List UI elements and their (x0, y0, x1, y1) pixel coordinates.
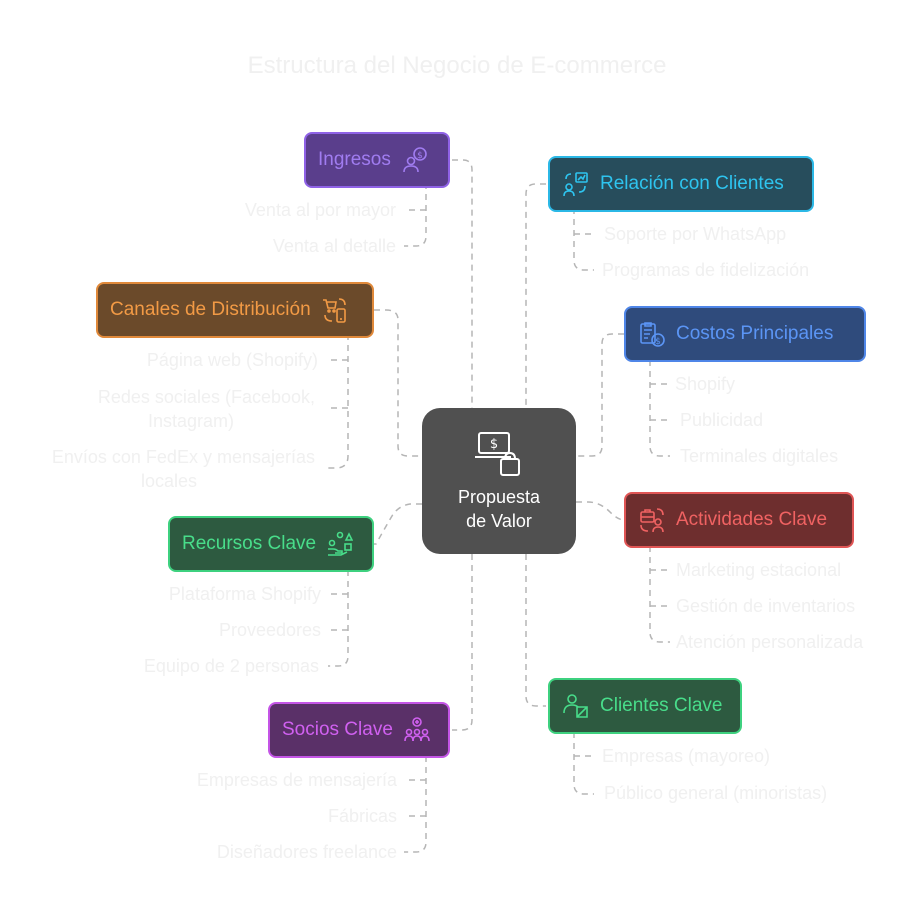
list-item: Terminales digitales (680, 446, 839, 466)
center-label-line2: de Valor (466, 511, 532, 531)
list-item: Plataforma Shopify (168, 584, 321, 604)
node-label: Socios Clave (282, 719, 393, 740)
list-item: Soporte por WhatsApp (604, 224, 787, 244)
key-customers-icon (562, 692, 590, 720)
page-title: Estructura del Negocio de E-commerce (247, 52, 667, 79)
customer-relationship-icon (562, 170, 590, 198)
node-relacion-clientes[interactable]: Relación con Clientes (548, 156, 814, 212)
list-item: Gestión de inventarios (676, 596, 856, 616)
list-item: Público general (minoristas) (604, 783, 828, 803)
node-clientes-clave[interactable]: Clientes Clave (548, 678, 742, 734)
node-recursos-clave[interactable]: Recursos Clave (168, 516, 374, 572)
svg-text:$: $ (655, 337, 661, 347)
list-item: locales (141, 471, 198, 491)
list-item: Proveedores (218, 620, 321, 640)
node-label: Ingresos (318, 149, 391, 170)
list-item: Atención personalizada (676, 632, 864, 652)
node-ingresos[interactable]: Ingresos $ (304, 132, 450, 188)
node-costos-principales[interactable]: $ Costos Principales (624, 306, 866, 362)
svg-text:$: $ (490, 437, 498, 452)
node-socios-clave[interactable]: Socios Clave (268, 702, 450, 758)
node-label: Actividades Clave (676, 509, 828, 530)
node-label: Relación con Clientes (600, 173, 784, 194)
list-item: Publicidad (680, 410, 764, 430)
list-item: Venta al detalle (272, 236, 396, 256)
node-label: Recursos Clave (182, 533, 317, 554)
list-item: Instagram) (148, 411, 235, 431)
node-actividades-clave[interactable]: Actividades Clave (624, 492, 854, 548)
center-label-line1: Propuesta (457, 487, 541, 507)
list-item: Fábricas (327, 806, 397, 826)
node-label: Clientes Clave (600, 695, 723, 716)
node-canales-distribucion[interactable]: Canales de Distribución (96, 282, 374, 338)
resources-icon (326, 530, 354, 558)
briefcase-person-icon (638, 506, 666, 534)
list-item: Empresas (mayoreo) (602, 746, 771, 766)
list-item: Empresas de mensajería (196, 770, 397, 790)
receipt-cost-icon: $ (638, 320, 666, 348)
laptop-shopping-bag-icon: $ (475, 432, 520, 476)
list-item: Programas de fidelización (602, 260, 810, 280)
list-item: Venta al por mayor (244, 200, 396, 220)
list-item: Shopify (675, 374, 736, 394)
svg-text:$: $ (417, 151, 423, 161)
list-item: Página web (Shopify) (146, 350, 318, 370)
partners-icon (403, 716, 431, 744)
list-item: Envíos con FedEx y mensajerías (51, 447, 315, 467)
list-item: Marketing estacional (676, 560, 842, 580)
revenue-person-icon: $ (401, 146, 429, 174)
node-label: Costos Principales (676, 323, 834, 344)
list-item: Equipo de 2 personas (143, 656, 319, 676)
list-item: Diseñadores freelance (216, 842, 397, 862)
value-proposition-node[interactable]: $ Propuesta de Valor (422, 408, 576, 554)
cart-phone-icon (321, 296, 349, 324)
list-item: Redes sociales (Facebook, (97, 387, 315, 407)
node-label: Canales de Distribución (110, 299, 311, 320)
